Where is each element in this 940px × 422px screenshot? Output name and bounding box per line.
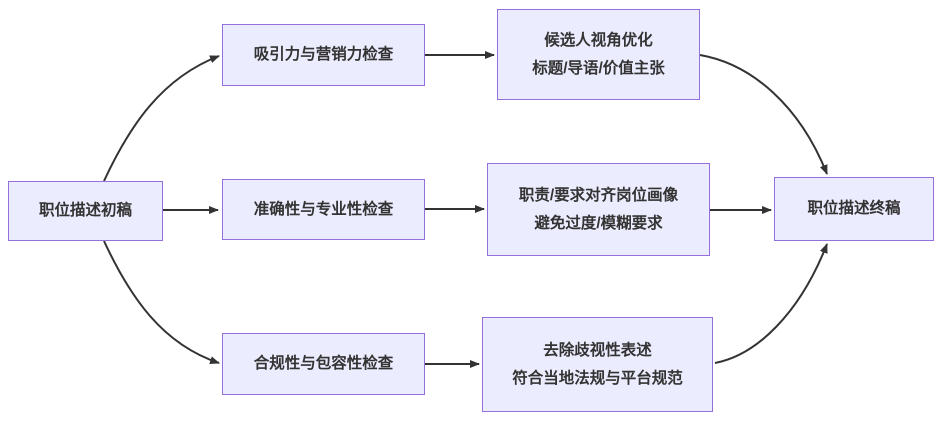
node-label-line1: 候选人视角优化 <box>544 31 653 49</box>
node-label: 职位描述终稿 <box>807 200 901 218</box>
node-label: 准确性与专业性检查 <box>253 200 394 218</box>
node-label-line1: 职责/要求对齐岗位画像 <box>518 186 679 204</box>
node-label-line1: 去除歧视性表述 <box>543 341 652 359</box>
edge-draft-to-attract-check <box>103 55 220 182</box>
node-accuracy-professionalism-check: 准确性与专业性检查 <box>222 179 425 240</box>
node-compliance-inclusivity-check: 合规性与包容性检查 <box>222 333 425 395</box>
edge-candidate-opt-to-final <box>699 54 828 175</box>
node-label: 合规性与包容性检查 <box>253 355 394 373</box>
node-attractiveness-marketing-check: 吸引力与营销力检查 <box>222 24 425 86</box>
node-candidate-perspective-optimization: 候选人视角优化 标题/导语/价值主张 <box>497 9 700 100</box>
edge-remove-bias-to-final <box>714 243 828 364</box>
node-label-line2: 避免过度/模糊要求 <box>534 215 663 232</box>
node-job-description-draft: 职位描述初稿 <box>8 181 163 241</box>
node-label-line2: 标题/导语/价值主张 <box>532 60 665 77</box>
edge-draft-to-compliance-check <box>103 240 220 364</box>
node-job-description-final: 职位描述终稿 <box>774 177 934 241</box>
node-label: 职位描述初稿 <box>38 202 132 220</box>
node-remove-discriminatory-wording: 去除歧视性表述 符合当地法规与平台规范 <box>482 317 713 412</box>
node-align-duties-requirements-profile: 职责/要求对齐岗位画像 避免过度/模糊要求 <box>487 163 710 256</box>
node-label-line2: 符合当地法规与平台规范 <box>512 370 683 387</box>
node-label: 吸引力与营销力检查 <box>253 46 394 64</box>
